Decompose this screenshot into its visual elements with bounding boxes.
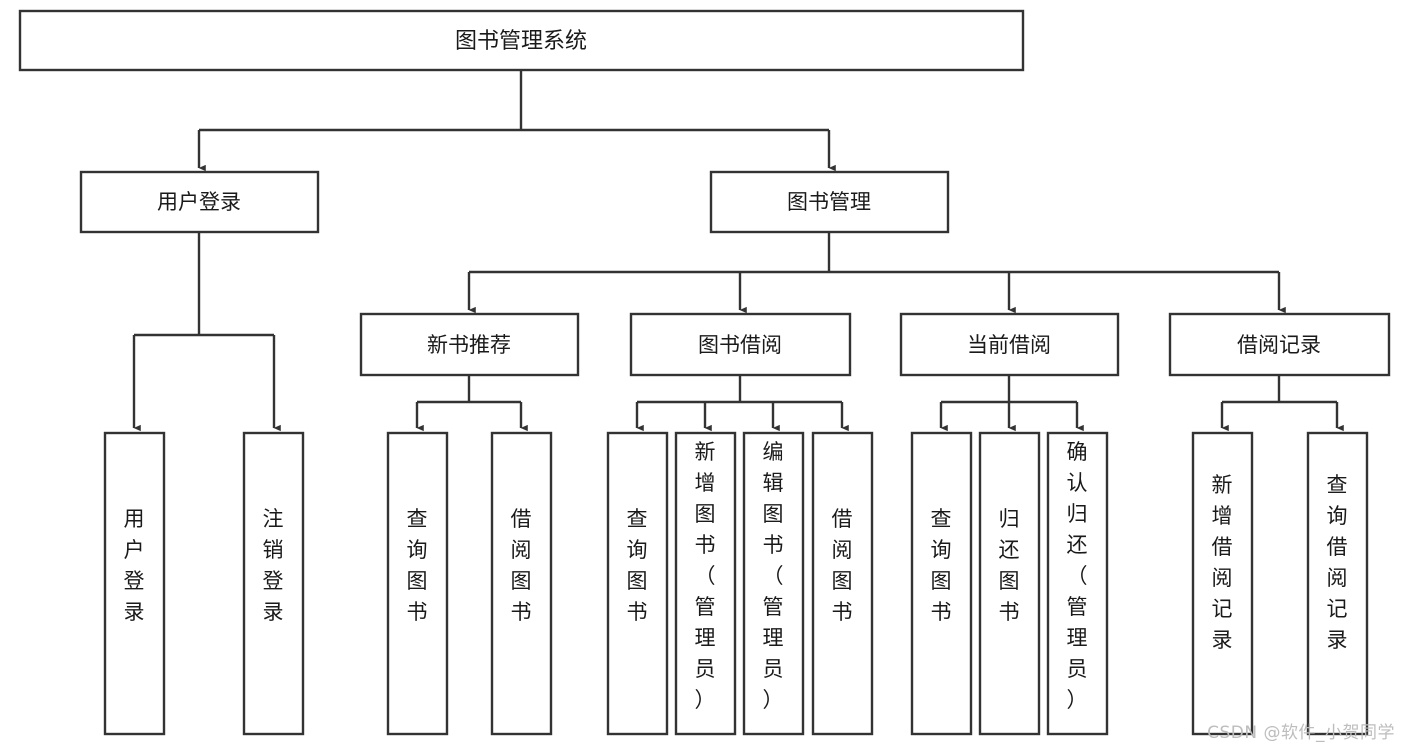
leaf-edit-book[interactable]: 编辑图书（管理员）	[742, 431, 805, 736]
leaf-add-record-box[interactable]	[1191, 431, 1254, 736]
node-new-book-recommend-label: 新书推荐	[427, 333, 511, 357]
leaf-add-record[interactable]: 新增借阅记录	[1191, 431, 1254, 736]
node-root[interactable]: 图书管理系统	[18, 9, 1025, 72]
leaf-confirm-return-box[interactable]	[1046, 431, 1109, 736]
leaf-borrow-book-2-box[interactable]	[811, 431, 874, 736]
leaf-confirm-return[interactable]: 确认归还（管理员）	[1046, 431, 1109, 736]
node-current-borrow-box[interactable]	[899, 312, 1120, 377]
leaf-query-book-3-box[interactable]	[910, 431, 973, 736]
node-user-login-label: 用户登录	[157, 190, 241, 214]
leaf-query-book-3-label: 查询图书	[931, 507, 952, 624]
node-new-book-recommend-box[interactable]	[359, 312, 580, 377]
node-book-manage-label: 图书管理	[787, 190, 871, 214]
leaf-query-record-box[interactable]	[1306, 431, 1369, 736]
node-user-login-box[interactable]	[79, 170, 320, 234]
connector-layer	[132, 70, 1344, 432]
leaf-query-book-2[interactable]: 查询图书	[606, 431, 669, 736]
leaf-query-book-1[interactable]: 查询图书	[386, 431, 449, 736]
leaf-return-book-box[interactable]	[978, 431, 1041, 736]
leaf-query-book-2-box[interactable]	[606, 431, 669, 736]
node-borrow-record[interactable]: 借阅记录	[1168, 312, 1391, 377]
leaf-return-book-label: 归还图书	[999, 507, 1020, 624]
leaf-user-login-label: 用户登录	[124, 507, 145, 624]
leaf-query-book-3[interactable]: 查询图书	[910, 431, 973, 736]
leaf-logout-label: 注销登录	[263, 507, 284, 624]
leaf-query-record[interactable]: 查询借阅记录	[1306, 431, 1369, 736]
node-book-borrow-label: 图书借阅	[698, 333, 782, 357]
leaf-borrow-book-1-box[interactable]	[490, 431, 553, 736]
leaf-logout[interactable]: 注销登录	[242, 431, 305, 736]
node-root-box[interactable]	[18, 9, 1025, 72]
leaf-add-book-label: 新增图书（管理员）	[695, 440, 716, 712]
leaf-query-book-2-label: 查询图书	[627, 507, 648, 624]
leaf-borrow-book-1[interactable]: 借阅图书	[490, 431, 553, 736]
leaf-user-login-box[interactable]	[103, 431, 166, 736]
leaf-return-book[interactable]: 归还图书	[978, 431, 1041, 736]
node-current-borrow-label: 当前借阅	[967, 333, 1051, 357]
leaf-logout-box[interactable]	[242, 431, 305, 736]
node-current-borrow[interactable]: 当前借阅	[899, 312, 1120, 377]
node-book-borrow[interactable]: 图书借阅	[629, 312, 852, 377]
csdn-watermark: CSDN @软件_小贺同学	[1207, 723, 1395, 743]
leaf-borrow-book-2-label: 借阅图书	[832, 507, 853, 624]
leaf-query-record-label: 查询借阅记录	[1327, 473, 1348, 652]
leaf-borrow-book-1-label: 借阅图书	[511, 507, 532, 624]
leaf-borrow-book-2[interactable]: 借阅图书	[811, 431, 874, 736]
node-user-login[interactable]: 用户登录	[79, 170, 320, 234]
node-book-borrow-box[interactable]	[629, 312, 852, 377]
node-borrow-record-label: 借阅记录	[1237, 333, 1321, 357]
node-new-book-recommend[interactable]: 新书推荐	[359, 312, 580, 377]
node-borrow-record-box[interactable]	[1168, 312, 1391, 377]
leaf-add-record-label: 新增借阅记录	[1212, 473, 1233, 652]
node-book-manage[interactable]: 图书管理	[709, 170, 950, 234]
leaf-confirm-return-label: 确认归还（管理员）	[1067, 440, 1088, 712]
leaf-edit-book-label: 编辑图书（管理员）	[763, 440, 784, 712]
node-root-label: 图书管理系统	[455, 29, 587, 54]
leaf-query-book-1-label: 查询图书	[407, 507, 428, 624]
leaf-add-book-box[interactable]	[674, 431, 737, 736]
leaf-user-login[interactable]: 用户登录	[103, 431, 166, 736]
node-book-manage-box[interactable]	[709, 170, 950, 234]
leaf-query-book-1-box[interactable]	[386, 431, 449, 736]
leaf-edit-book-box[interactable]	[742, 431, 805, 736]
leaf-add-book[interactable]: 新增图书（管理员）	[674, 431, 737, 736]
